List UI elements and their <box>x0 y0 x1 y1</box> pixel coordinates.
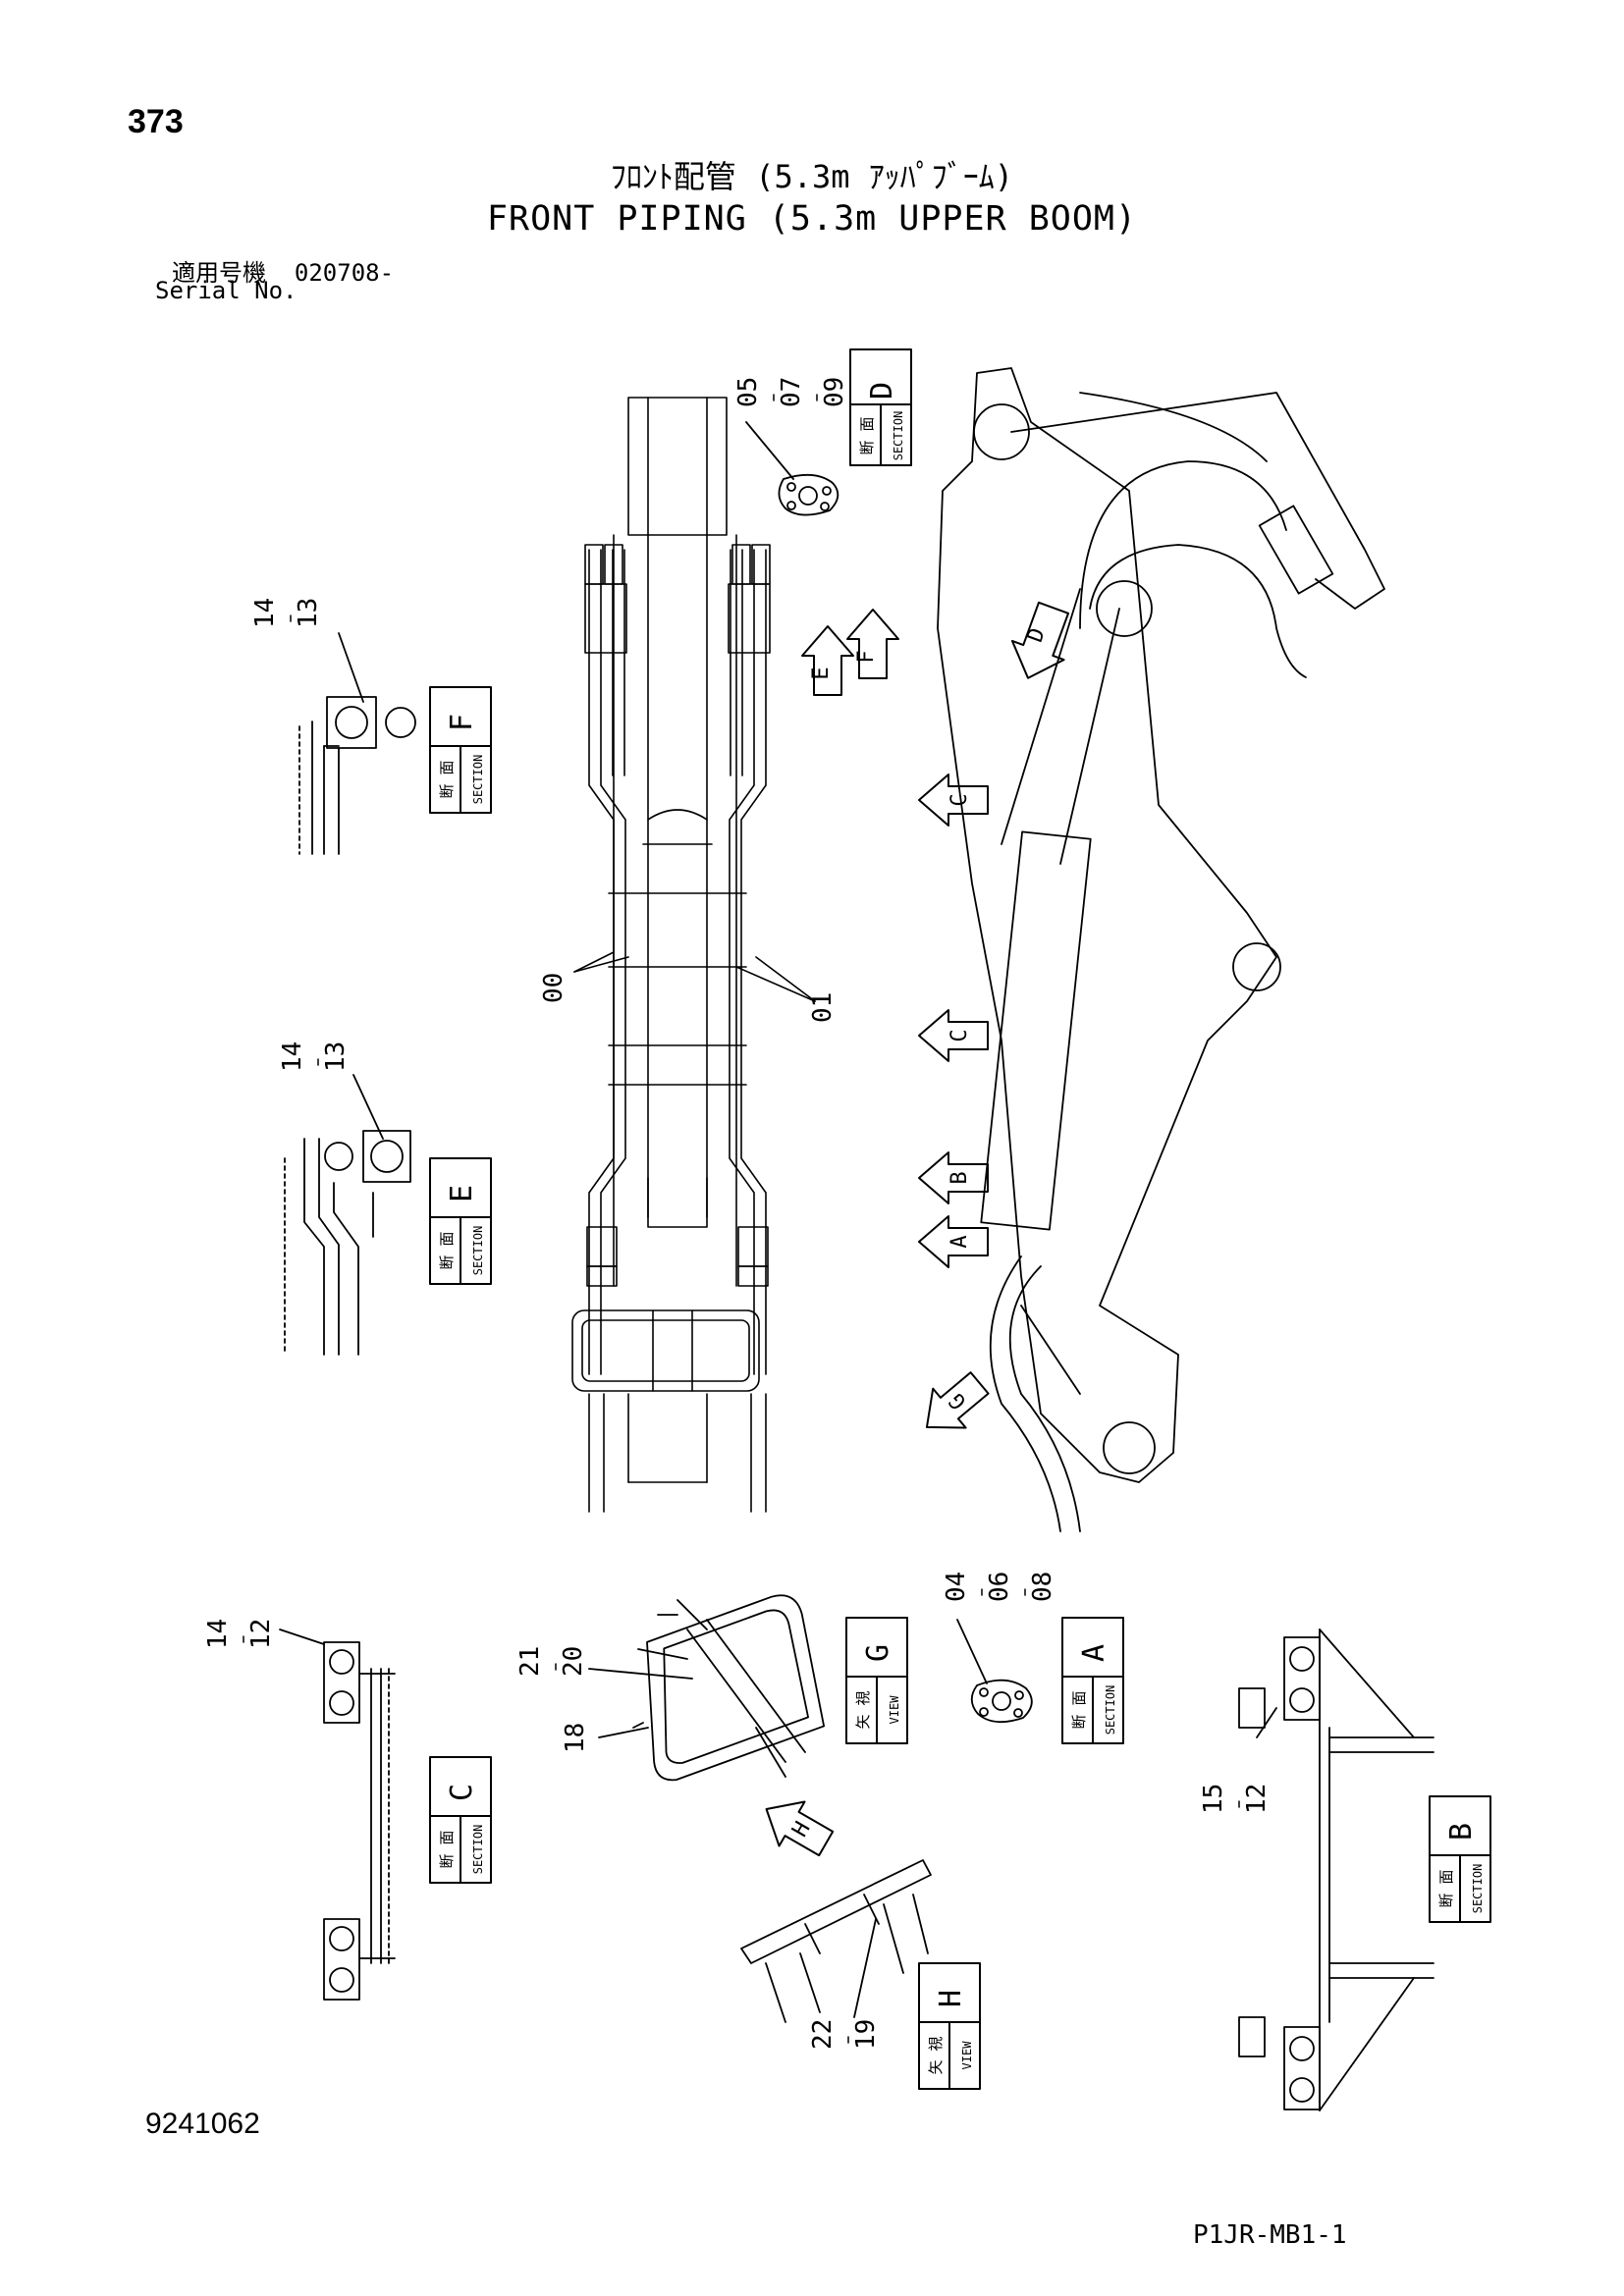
section-tag-c-jp: 断 面 <box>438 1830 456 1868</box>
title-english: FRONT PIPING (5.3m UPPER BOOM) <box>486 199 1138 239</box>
section-tag-a-letter: A <box>1077 1644 1111 1662</box>
view-tag-g-en: VIEW <box>888 1695 901 1725</box>
section-tag-a: A 断 面 SECTION <box>1061 1617 1124 1744</box>
svg-text:A: A <box>947 1235 972 1248</box>
serial-value: 020708- <box>294 259 395 287</box>
part-label-00: 00 <box>539 973 568 1003</box>
part-label-21: 21 <box>515 1646 545 1677</box>
view-arrow-b: B <box>918 1151 989 1204</box>
section-tag-c-en: SECTION <box>471 1825 485 1875</box>
section-tag-e: E 断 面 SECTION <box>429 1157 492 1285</box>
part-label-12-c: 12 <box>246 1619 276 1649</box>
view-tag-g-jp: 矢 視 <box>854 1690 872 1729</box>
part-label-15-b: 15 <box>1199 1784 1228 1814</box>
view-tag-h-letter: H <box>934 1990 968 2007</box>
view-arrow-d: D <box>1010 601 1070 679</box>
section-tag-f: F 断 面 SECTION <box>429 686 492 814</box>
view-tag-g-letter: G <box>861 1644 895 1662</box>
section-tag-d-letter: D <box>865 382 899 400</box>
page-number: 373 <box>128 103 184 140</box>
section-tag-d: D 断 面 SECTION <box>849 348 912 466</box>
section-tag-e-letter: E <box>445 1185 479 1202</box>
section-e-detail <box>284 1074 411 1356</box>
part-label-14-e: 14 <box>278 1041 307 1072</box>
part-label-19: 19 <box>851 2019 881 2050</box>
page-reference: P1JR-MB1-1 <box>1193 2220 1347 2250</box>
view-tag-h-en: VIEW <box>960 2041 974 2070</box>
part-label-22: 22 <box>808 2019 838 2050</box>
view-arrow-c-upper: C <box>918 774 989 827</box>
section-tag-a-en: SECTION <box>1104 1685 1117 1735</box>
part-label-01: 01 <box>808 992 838 1023</box>
section-tag-d-en: SECTION <box>892 411 905 461</box>
view-g-detail <box>588 1594 826 1782</box>
view-arrow-g: G <box>925 1371 990 1429</box>
part-label-04: 04 <box>942 1572 971 1602</box>
part-label-20: 20 <box>559 1646 588 1677</box>
view-arrow-a: A <box>918 1215 989 1268</box>
title-japanese: ﾌﾛﾝﾄ配管 (5.3m ｱｯﾊﾟﾌﾞｰﾑ) <box>610 158 1014 195</box>
section-tag-d-jp: 断 面 <box>858 416 876 454</box>
section-tag-e-jp: 断 面 <box>438 1231 456 1269</box>
view-h-detail <box>740 1859 932 2023</box>
section-tag-b-jp: 断 面 <box>1437 1869 1455 1907</box>
serial-line: 適用号機 020708- <box>172 253 394 288</box>
serial-label-en: Serial No. <box>155 277 298 304</box>
part-label-13-f: 13 <box>294 598 323 628</box>
section-f-detail <box>298 632 416 855</box>
part-label-09: 09 <box>820 377 849 407</box>
section-tag-c-letter: C <box>445 1784 479 1801</box>
svg-text:D: D <box>1023 625 1051 646</box>
serial-label-jp: 適用号機 <box>172 259 266 287</box>
section-d-flange <box>745 421 839 516</box>
part-label-12-b: 12 <box>1242 1784 1272 1814</box>
svg-text:E: E <box>809 667 834 679</box>
section-tag-f-jp: 断 面 <box>438 760 456 798</box>
view-arrow-f: F <box>846 609 899 679</box>
view-arrow-e: E <box>801 625 854 696</box>
view-arrow-c-lower: C <box>918 1009 989 1062</box>
section-b-detail <box>1238 1629 1435 2111</box>
view-tag-h-jp: 矢 視 <box>927 2036 945 2074</box>
view-arrows: D E F C C B A G <box>765 601 1070 1857</box>
svg-text:H: H <box>787 1818 815 1842</box>
boom-side-view <box>937 367 1385 1532</box>
section-tag-c: C 断 面 SECTION <box>429 1756 492 1884</box>
section-tag-e-en: SECTION <box>471 1226 485 1276</box>
part-label-08: 08 <box>1028 1572 1057 1602</box>
part-label-14-f: 14 <box>250 598 280 628</box>
view-tag-h: H 矢 視 VIEW <box>918 1962 981 2090</box>
part-label-06: 06 <box>985 1572 1014 1602</box>
view-arrow-h: H <box>765 1800 835 1857</box>
part-label-14-c: 14 <box>203 1619 233 1649</box>
part-label-05: 05 <box>733 377 763 407</box>
section-tag-b-letter: B <box>1444 1823 1479 1841</box>
section-tag-a-jp: 断 面 <box>1070 1690 1088 1729</box>
boom-top-view <box>571 397 816 1513</box>
doc-number: 9241062 <box>145 2108 260 2140</box>
section-tag-b-en: SECTION <box>1471 1864 1485 1914</box>
section-a-flange <box>956 1619 1033 1724</box>
svg-text:B: B <box>947 1171 972 1184</box>
svg-text:C: C <box>947 1029 972 1041</box>
svg-text:F: F <box>854 650 879 663</box>
section-c-detail <box>279 1629 396 2001</box>
svg-text:C: C <box>947 793 972 806</box>
section-tag-b: B 断 面 SECTION <box>1429 1795 1491 1923</box>
part-label-07: 07 <box>777 377 806 407</box>
section-tag-f-en: SECTION <box>471 755 485 805</box>
part-label-13-e: 13 <box>321 1041 351 1072</box>
part-labels: 05 07 09 14 13 14 13 00 01 04 06 08 14 1… <box>203 377 1272 2050</box>
part-label-18: 18 <box>561 1723 590 1753</box>
view-tag-g: G 矢 視 VIEW <box>845 1617 908 1744</box>
section-tag-f-letter: F <box>445 714 479 731</box>
label-separators <box>243 394 1240 2044</box>
